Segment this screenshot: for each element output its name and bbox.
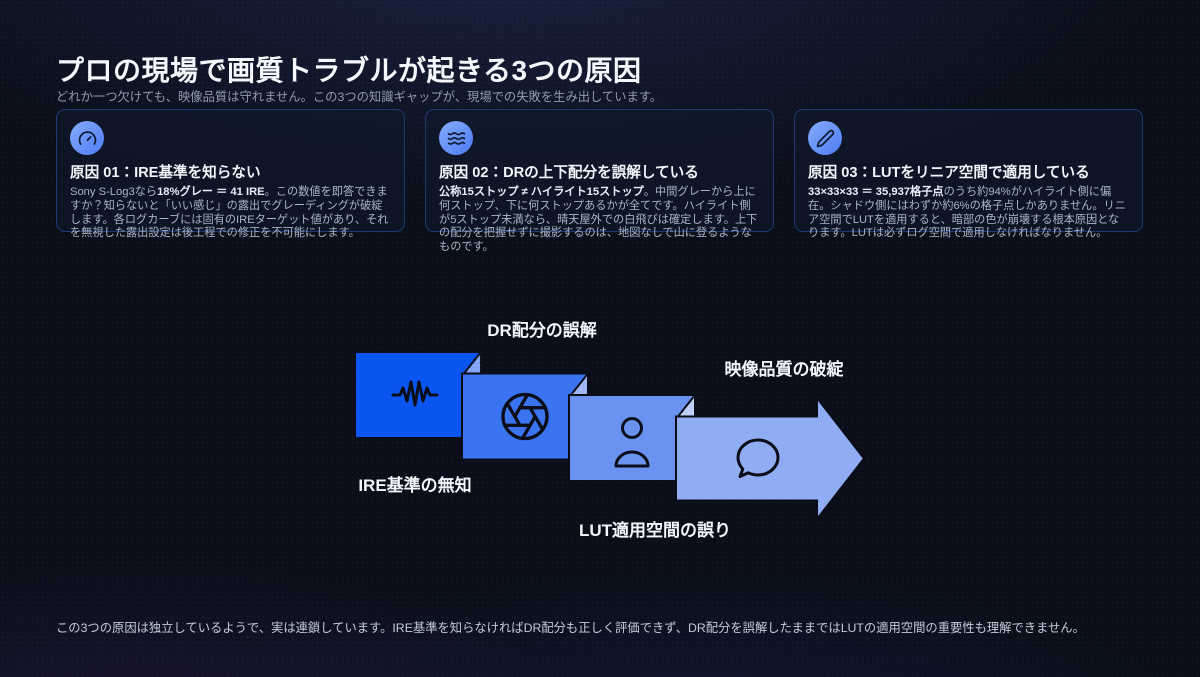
user-icon xyxy=(614,417,650,468)
cause-card-1-title: 原因 01：IRE基準を知らない xyxy=(70,165,261,181)
cause-card-1: 原因 01：IRE基準を知らない Sony S-Log3なら18%グレー ＝ 4… xyxy=(56,109,405,239)
cascade-flow-diagram xyxy=(354,351,866,522)
flow-label-dr: DR配分の誤解 xyxy=(487,321,597,340)
cause-card-3: 原因 03：LUTをリニア空間で適用している 33×33×33 ＝ 35,937… xyxy=(794,109,1143,239)
cause-card-2-body: 公称15ストップ ≠ ハイライト15ストップ。中間グレーから上に何ストップ、下に… xyxy=(439,186,758,254)
waveform-icon xyxy=(391,380,439,407)
cause-card-3-body: 33×33×33 ＝ 35,937格子点のうち約94%がハイライト側に偏在。シャ… xyxy=(808,186,1126,240)
flow-label-quality: 映像品質の破綻 xyxy=(724,360,844,379)
aperture-icon xyxy=(501,392,549,441)
cause-card-3-title: 原因 03：LUTをリニア空間で適用している xyxy=(808,165,1090,181)
cause-cards-row: 原因 01：IRE基準を知らない Sony S-Log3なら18%グレー ＝ 4… xyxy=(56,109,1143,253)
paintbrush-icon xyxy=(808,121,842,155)
flow-label-lut: LUT適用空間の誤り xyxy=(578,521,732,540)
cause-card-1-body: Sony S-Log3なら18%グレー ＝ 41 IRE。この数値を即答できます… xyxy=(70,186,389,240)
flow-label-ire: IRE基準の無知 xyxy=(358,476,472,495)
speech-bubble-icon xyxy=(736,438,780,478)
flow-step-4-arrow xyxy=(675,395,866,522)
page-subtitle: どれか一つ欠けても、映像品質は守れません。この3つの知識ギャップが、現場での失敗… xyxy=(56,90,663,104)
footer-note: この3つの原因は独立しているようで、実は連鎖しています。IRE基準を知らなければ… xyxy=(56,621,1085,635)
cause-card-2-title: 原因 02：DRの上下配分を誤解している xyxy=(439,165,699,181)
page-title: プロの現場で画質トラブルが起きる3つの原因 xyxy=(56,54,642,86)
gauge-icon xyxy=(70,121,104,155)
waves-icon xyxy=(439,121,473,155)
cause-card-2: 原因 02：DRの上下配分を誤解している 公称15ストップ ≠ ハイライト15ス… xyxy=(425,109,774,253)
flow-fold-3 xyxy=(570,372,589,396)
flow-step-2-box xyxy=(461,372,589,461)
